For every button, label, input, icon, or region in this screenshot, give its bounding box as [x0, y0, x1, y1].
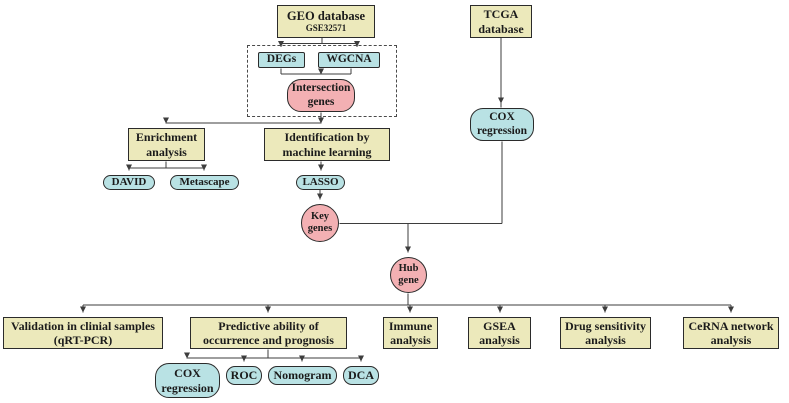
immune-analysis-label: Immune analysis [388, 318, 433, 347]
node-enrichment-analysis: Enrichment analysis [128, 128, 205, 161]
node-gsea-analysis: GSEA analysis [468, 317, 531, 349]
node-immune-analysis: Immune analysis [383, 317, 438, 349]
david-label: DAVID [111, 176, 147, 189]
gsea-analysis-label: GSEA analysis [479, 318, 520, 347]
node-lasso: LASSO [296, 175, 345, 190]
key-genes-label: Key genes [307, 210, 333, 234]
node-drug-sensitivity-analysis: Drug sensitivity analysis [560, 317, 651, 349]
node-metascape: Metascape [170, 175, 239, 190]
degs-label: DEGs [266, 53, 297, 66]
node-cox-regression-tcga: COX regression [470, 108, 534, 141]
predictive-label: Predictive ability of occurrence and pro… [203, 318, 334, 347]
node-geo-database: GEO database GSE32571 [277, 5, 375, 38]
connector-trunks [83, 38, 731, 359]
node-cerna-network-analysis: CeRNA network analysis [683, 317, 779, 349]
geo-database-accession: GSE32571 [305, 22, 347, 33]
node-key-genes: Key genes [301, 204, 339, 242]
node-cox-regression-predictive: COX regression [155, 363, 220, 398]
metascape-label: Metascape [179, 176, 230, 189]
geo-database-title: GEO database [286, 9, 366, 24]
dca-label: DCA [348, 368, 374, 383]
validation-label: Validation in clinial samples (qRT-PCR) [11, 318, 155, 347]
intersection-dashed-group [247, 45, 397, 117]
cox-regression-predictive-label: COX regression [161, 366, 214, 395]
node-dca: DCA [343, 366, 379, 385]
wgcna-label: WGCNA [326, 53, 372, 66]
cerna-network-label: CeRNA network analysis [688, 318, 774, 347]
roc-label: ROC [230, 368, 258, 383]
node-hub-gene: Hub gene [390, 257, 427, 293]
node-predictive-ability: Predictive ability of occurrence and pro… [190, 317, 347, 349]
node-roc: ROC [226, 366, 262, 385]
node-degs: DEGs [258, 52, 305, 68]
node-intersection-genes: Intersection genes [287, 79, 355, 112]
nomogram-label: Nomogram [273, 368, 332, 383]
node-david: DAVID [103, 175, 155, 190]
drug-sensitivity-label: Drug sensitivity analysis [565, 318, 646, 347]
node-identification-machine-learning: Identification by machine learning [264, 128, 390, 161]
enrichment-analysis-label: Enrichment analysis [135, 130, 198, 159]
tcga-database-label: TCGA database [478, 7, 524, 36]
cox-regression-tcga-label: COX regression [476, 110, 528, 137]
node-wgcna: WGCNA [318, 52, 380, 68]
intersection-genes-label: Intersection genes [291, 81, 351, 108]
node-validation-clinical-samples: Validation in clinial samples (qRT-PCR) [3, 317, 163, 349]
lasso-label: LASSO [302, 176, 339, 189]
node-nomogram: Nomogram [268, 366, 337, 385]
identification-label: Identification by machine learning [282, 130, 372, 159]
node-tcga-database: TCGA database [470, 5, 532, 38]
hub-gene-label: Hub gene [398, 262, 419, 286]
